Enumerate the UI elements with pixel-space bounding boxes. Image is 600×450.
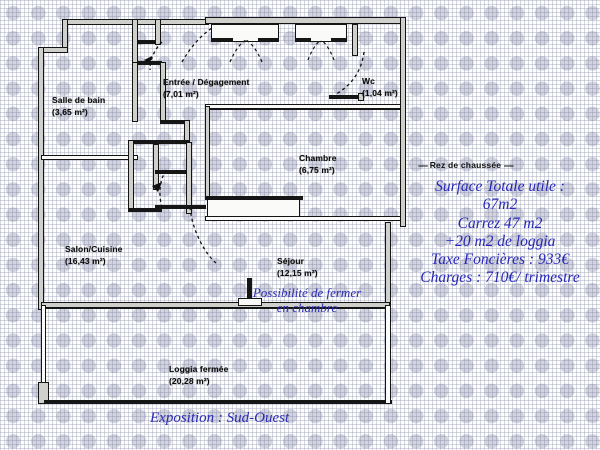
door-swing-closet-1 — [229, 40, 263, 63]
door-swing-entree-entry — [181, 27, 213, 63]
door-swing-wc — [335, 51, 365, 95]
closet-2-sill — [295, 38, 311, 42]
summary-line-6: Charges : 710€/ trimestre — [420, 269, 580, 287]
room-label-salle-de-bain: Salle de bain (3,65 m²) — [52, 94, 105, 118]
dash-right: ----- — [503, 160, 514, 170]
wall-hall-lower-c — [155, 205, 191, 209]
pillar-center-cap — [238, 298, 262, 306]
wall-entree-jog — [184, 120, 190, 142]
closet-1 — [211, 24, 279, 42]
wall-wc-left — [352, 24, 358, 56]
wall-loggia-corner-bl — [38, 382, 49, 404]
wall-right-outer — [400, 17, 406, 227]
room-label-salon-cuisine: Salon/Cuisine (16,43 m²) — [65, 243, 123, 267]
wall-bathroom-right-lower — [132, 62, 138, 122]
wall-hall-lower-b — [155, 170, 191, 174]
wall-left-outer — [38, 47, 44, 310]
room-name: Loggia fermée — [169, 364, 229, 374]
door-jamb-bathroom-a — [138, 40, 160, 44]
summary-block: Surface Totale utile : 67m2 Carrez 47 m2… — [404, 178, 596, 288]
room-label-loggia: Loggia fermée (20,28 m²) — [169, 363, 228, 387]
room-name: Séjour — [277, 256, 305, 266]
room-area: (20,28 m²) — [169, 376, 210, 386]
room-label-chambre: Chambre (6,75 m²) — [299, 152, 337, 176]
exposition-text: Exposition : Sud-Ouest — [150, 410, 290, 426]
door-swing-salon — [189, 206, 217, 264]
door-swing-closet-2 — [307, 40, 335, 61]
dash-left: ----- — [418, 160, 428, 170]
floor-level-label: Rez de chaussée — [429, 160, 502, 170]
room-area: (6,75 m²) — [299, 165, 335, 175]
summary-line-4: +20 m2 de loggia — [444, 232, 556, 250]
sejour-note-line1: Possibilité de fermer — [252, 285, 362, 300]
annotation-exposition: Exposition : Sud-Ouest — [150, 410, 289, 428]
room-name: Chambre — [299, 153, 337, 163]
room-label-wc: Wc (1,04 m²) — [362, 75, 398, 99]
closet-1-sill-r — [258, 38, 279, 42]
wall-loggia-right — [385, 305, 391, 404]
wall-wc-bottom — [358, 93, 364, 101]
wall-hall-left — [128, 140, 134, 212]
wall-chambre-top-fill — [205, 104, 401, 109]
room-area: (7,01 m²) — [163, 89, 199, 99]
wall-chambre-bottom — [205, 196, 303, 200]
wall-sejour-left-low — [186, 205, 206, 209]
room-area: (16,43 m²) — [65, 256, 106, 266]
pillar-center — [247, 278, 252, 304]
sejour-note-line2: en chambre — [276, 300, 338, 316]
room-area: (12,15 m²) — [277, 268, 318, 278]
room-name: Wc — [362, 76, 375, 86]
closet-2-sill-r — [331, 38, 347, 42]
wall-hall-bottom — [128, 208, 162, 212]
summary-line-5: Taxe Foncières : 933€ — [431, 251, 569, 269]
summary-line-3: Carrez 47 m2 — [457, 214, 543, 232]
room-name: Salon/Cuisine — [65, 244, 123, 254]
closet-1-sill — [211, 38, 233, 42]
wall-wc-door-sill — [329, 95, 360, 99]
wall-sejour-left — [186, 142, 192, 214]
annotation-sejour-note: Possibilité de fermer en chambre — [237, 285, 377, 316]
room-label-entree: Entrée / Dégagement (7,01 m²) — [163, 76, 249, 100]
door-swing-bathroom — [144, 41, 163, 71]
wall-hall-lower-a — [128, 140, 190, 144]
wall-top-right — [205, 17, 406, 24]
room-label-sejour: Séjour (12,15 m²) — [277, 255, 318, 279]
room-area: (1,04 m²) — [362, 88, 398, 98]
closet-2 — [295, 24, 347, 42]
summary-line-1: Surface Totale utile : — [435, 178, 565, 195]
door-swing-hall — [152, 169, 167, 209]
floor-level-header: ----- Rez de chaussée ----- — [418, 160, 514, 170]
room-area: (3,65 m²) — [52, 107, 88, 117]
summary-line-2: 67m2 — [482, 196, 518, 214]
wall-entree-div — [160, 120, 190, 124]
room-name: Entrée / Dégagement — [163, 77, 250, 87]
room-name: Salle de bain — [52, 95, 106, 105]
wall-chambre-left — [205, 106, 210, 198]
wall-entree-left — [155, 19, 161, 45]
wall-bathroom-bottom-fill — [41, 155, 138, 160]
closet-chambre — [207, 199, 300, 217]
wall-loggia-bottom — [44, 400, 392, 404]
wall-sejour-top-fill — [205, 216, 401, 221]
